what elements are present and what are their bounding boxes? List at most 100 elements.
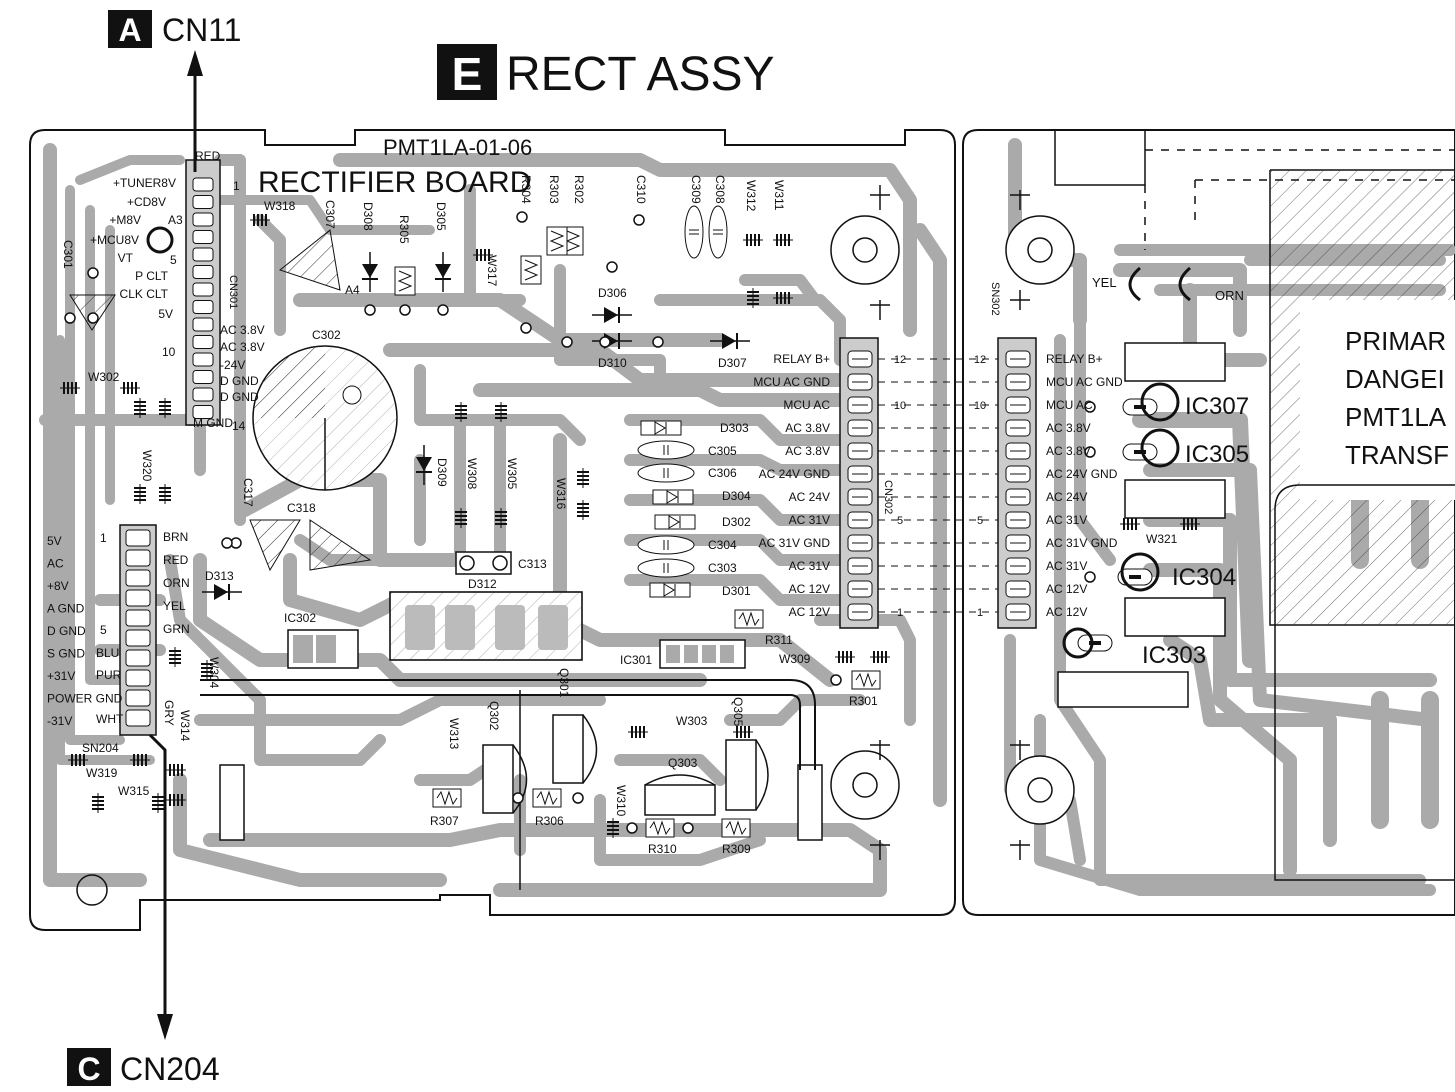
cn301-pin (192, 177, 214, 192)
sn204-pin (125, 549, 151, 567)
pad (1084, 571, 1096, 583)
jumper-symbol (495, 508, 507, 528)
connector-sn204 (119, 524, 157, 736)
cn301-label: -24V (220, 358, 245, 372)
pad (87, 267, 99, 279)
cn301-pin (192, 387, 214, 402)
cn301-label: AC 3.8V (220, 323, 265, 337)
sn204-signal-label: +8V (47, 579, 69, 593)
cn301-pin (192, 195, 214, 209)
diode-symbol (435, 252, 451, 292)
ref-d303: D303 (720, 421, 749, 435)
sn204-signal-label: POWER GND (47, 692, 123, 706)
jumper-symbol (92, 793, 104, 813)
arrow-to-cn11 (187, 50, 203, 172)
capacitor-symbol (708, 205, 728, 259)
ref-r302: R302 (572, 175, 586, 204)
diode-symbol (202, 584, 242, 600)
cn301-pin (192, 230, 214, 244)
ref-q302: Q302 (487, 701, 501, 731)
ref-d301: D301 (722, 584, 751, 598)
capacitor-symbol (637, 440, 695, 460)
ref-w319: W319 (86, 766, 118, 780)
cn301-pin (192, 265, 214, 279)
wire-label-orn: ORN (1215, 288, 1244, 303)
ref-c310: C310 (634, 175, 648, 204)
pad (606, 261, 618, 273)
primary-line-2: DANGEI (1345, 364, 1445, 394)
sn204-pin (125, 669, 151, 687)
ref-c318: C318 (287, 501, 316, 515)
pad (633, 214, 645, 226)
ref-r311: R311 (765, 633, 793, 647)
jumper-symbol (130, 754, 150, 766)
cn302-label: AC 12V (789, 582, 830, 596)
jumper-symbol (747, 288, 759, 308)
ref-c306: C306 (708, 466, 737, 480)
cn301-pin (192, 405, 214, 419)
ref-w313: W313 (447, 718, 461, 750)
resistor-symbol (851, 670, 881, 690)
sn302-label: MCU AC GND (1046, 375, 1123, 389)
cn301-pin (192, 317, 214, 332)
sn204-wire-label: BRN (163, 530, 188, 544)
cn301-pin (192, 335, 214, 349)
pad (364, 304, 376, 316)
ref-a4: A4 (345, 283, 360, 297)
ref-r306: R306 (535, 814, 564, 828)
ref-w321: W321 (1146, 532, 1178, 546)
pad (652, 336, 664, 348)
pad (64, 312, 76, 324)
large-jumper (1122, 398, 1158, 416)
diode-box-symbol (652, 489, 694, 505)
jumper-symbol (607, 818, 619, 838)
cn302-name: CN302 (882, 480, 894, 514)
ref-c317: C317 (241, 478, 255, 507)
sn302-label: AC 24V (1046, 490, 1087, 504)
connector-label-cn204: CN204 (120, 1051, 220, 1087)
jumper-symbol (166, 794, 186, 806)
capacitor-symbol (637, 463, 695, 483)
sn302-label: AC 12V (1046, 582, 1087, 596)
ref-r305: R305 (397, 215, 411, 244)
sn302-label: AC 31V GND (1046, 536, 1118, 550)
capacitor-symbol (637, 535, 695, 555)
cn301-label: P CLT (135, 269, 169, 283)
jumper-symbol (835, 651, 855, 663)
ref-w318: W318 (264, 199, 296, 213)
diode-symbol (416, 445, 432, 485)
sn204-signal-label: S GND (47, 647, 85, 661)
ref-d310: D310 (598, 356, 627, 370)
cn302-label: MCU AC GND (753, 375, 830, 389)
cn301-label: D GND (220, 374, 259, 388)
jumper-symbol (159, 398, 171, 418)
pad (682, 822, 694, 834)
ref-r310: R310 (648, 842, 677, 856)
jumper-symbol (250, 214, 270, 226)
ref-d305: D305 (434, 202, 448, 231)
sn302-label: AC 3.8V (1046, 444, 1091, 458)
sn204-wire-label: GRY (162, 700, 176, 726)
pad (399, 304, 411, 316)
cn302-label: AC 3.8V (785, 444, 830, 458)
cn301-pin-14: 14 (232, 419, 246, 433)
ref-w315: W315 (118, 784, 150, 798)
resistor-symbol (532, 788, 562, 808)
sn204-wire-label: PUR (96, 668, 122, 682)
cn302-label: AC 24V GND (759, 467, 831, 481)
cn301-pin-1: 1 (233, 179, 240, 193)
cn301-pin (192, 352, 214, 367)
jumper-symbol (628, 726, 648, 738)
ref-w302: W302 (88, 370, 120, 384)
sn204-pin-1: 1 (100, 531, 107, 545)
ref-w304: W304 (207, 657, 221, 689)
sn302-label: AC 3.8V (1046, 421, 1091, 435)
ref-ic305: IC305 (1185, 441, 1249, 468)
jumper-symbol (68, 754, 88, 766)
board-name: RECTIFIER BOARD (258, 166, 531, 199)
wire-orn-hook (1178, 266, 1192, 302)
ref-c309: C309 (689, 175, 703, 204)
diode-box-symbol (649, 582, 691, 598)
